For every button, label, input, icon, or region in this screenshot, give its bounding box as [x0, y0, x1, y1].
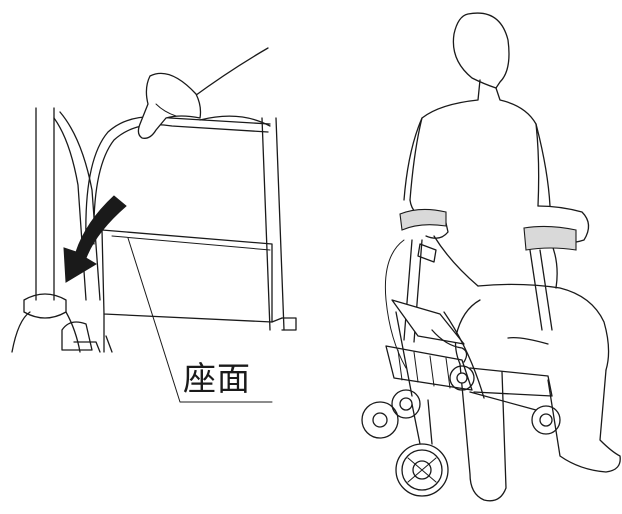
- seat-surface-label: 座面: [183, 362, 251, 395]
